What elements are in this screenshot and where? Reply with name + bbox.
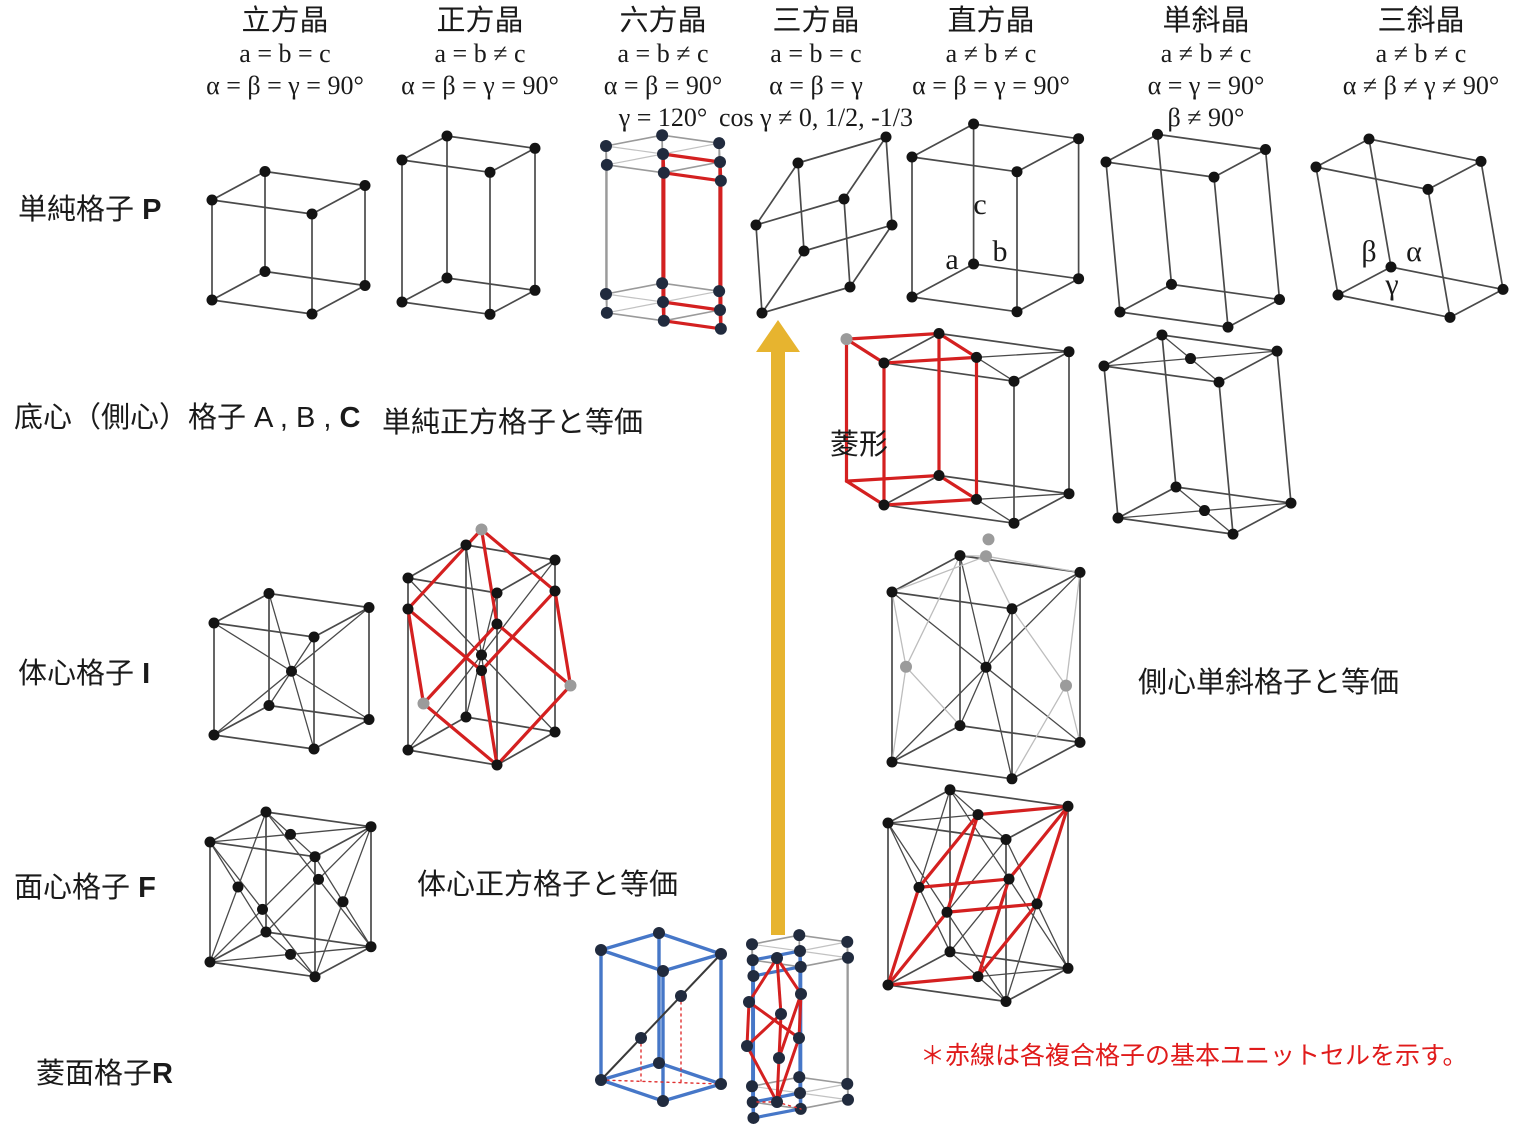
orthorhombic-I-diagram: [886, 550, 1086, 785]
tetragonal-P-diagram: [396, 130, 541, 320]
lattice-parameters: β ≠ 90°: [1167, 103, 1245, 132]
column-title: 三方晶: [772, 5, 860, 37]
rhombohedral-R-cell-diagram: [741, 929, 854, 1124]
column-header-triclinic: 三斜晶 a ≠ b ≠ c α ≠ β ≠ γ ≠ 90°: [1343, 4, 1500, 102]
up-arrow: [756, 320, 800, 935]
lattice-parameters: α = β = γ: [769, 71, 863, 100]
column-title: 単斜晶: [1162, 5, 1250, 37]
cubic-P-diagram: [206, 166, 371, 320]
row-label-body-centered: 体心格子 I: [18, 650, 150, 692]
lattice-parameters: a = b ≠ c: [617, 39, 709, 68]
column-title: 直方晶: [947, 5, 1035, 37]
row-label-text: 体心格子: [18, 658, 143, 690]
angle-label-gamma: γ: [1385, 268, 1399, 301]
equivalence-note-row3: 側心単斜格子と等価: [1138, 667, 1400, 699]
column-title: 立方晶: [241, 5, 329, 37]
row-label-symbol: P: [142, 194, 162, 226]
column-header-tetragonal: 正方晶 a = b ≠ c α = β = γ = 90°: [401, 4, 559, 102]
column-header-orthorhombic: 直方晶 a ≠ b ≠ c α = β = γ = 90°: [912, 4, 1070, 102]
row-label-symbol: I: [142, 658, 151, 690]
lattice-parameters: α = β = γ = 90°: [401, 71, 559, 100]
orthorhombic-F-diagram: [882, 784, 1074, 1007]
lattice-parameters: α = γ = 90°: [1147, 71, 1265, 100]
lattice-parameters: α = β = 90°: [603, 71, 723, 100]
row-label-primitive: 単純格子 P: [18, 186, 161, 228]
angle-label-beta: β: [1361, 235, 1377, 268]
lattice-parameters: α ≠ β ≠ γ ≠ 90°: [1342, 71, 1500, 100]
axis-label-b: b: [992, 235, 1008, 268]
row-label-symbol: F: [138, 872, 156, 904]
column-header-cubic: 立方晶 a = b = c α = β = γ = 90°: [206, 4, 364, 102]
lattice-parameters: a ≠ b ≠ c: [1160, 39, 1252, 68]
tetragonal-I-diagram: [402, 523, 577, 771]
trigonal-R-diagram: [750, 131, 898, 319]
equivalence-note-row4: 体心正方格子と等価: [417, 869, 679, 901]
lattice-parameters: a ≠ b ≠ c: [1375, 39, 1467, 68]
angle-label-alpha: α: [1406, 235, 1422, 268]
orthorhombic-P-diagram: [906, 118, 1085, 318]
column-header-hexagonal: 六方晶 a = b ≠ c α = β = 90° γ = 120°: [604, 4, 723, 134]
row-label-text: 単純格子: [18, 194, 143, 226]
lattice-parameters: a = b ≠ c: [434, 39, 526, 68]
equivalence-note-row2: 単純正方格子と等価: [382, 407, 644, 439]
monoclinic-P-diagram: [1100, 128, 1285, 333]
cubic-F-diagram: [204, 806, 377, 983]
triclinic-P-diagram: [1310, 133, 1509, 323]
row-label-face-centered: 面心格子 F: [14, 864, 156, 906]
row-label-text: 底心（側心）格子 A , B ,: [14, 402, 340, 434]
lattice-parameters: a = b = c: [239, 39, 331, 68]
hexagonal-P-diagram: [600, 129, 727, 335]
column-title: 三斜晶: [1377, 5, 1465, 37]
lattice-parameters: cos γ ≠ 0, 1/2, -1/3: [718, 103, 914, 132]
lattice-parameters: a = b = c: [770, 39, 862, 68]
monoclinic-C-diagram: [1098, 329, 1297, 540]
row-label-base-centered: 底心（側心）格子 A , B , C: [14, 394, 360, 436]
axis-label-c: c: [973, 188, 987, 221]
lattice-parameters: α = β = γ = 90°: [912, 71, 1070, 100]
rhombohedral-prism-diagram: [595, 927, 727, 1107]
row-label-text: 菱面格子: [36, 1058, 153, 1090]
row-label-text: 面心格子: [14, 872, 139, 904]
row-label-rhombohedral: 菱面格子R: [36, 1050, 173, 1092]
orthorhombic-C-diagram: [840, 328, 1075, 546]
row-label-symbol: C: [339, 402, 361, 434]
column-title: 六方晶: [619, 5, 707, 37]
cubic-I-diagram: [208, 588, 375, 755]
column-header-monoclinic: 単斜晶 a ≠ b ≠ c α = γ = 90° β ≠ 90°: [1148, 4, 1265, 134]
rhombus-label: 菱形: [830, 429, 889, 461]
axis-label-a: a: [945, 243, 959, 276]
lattice-parameters: α = β = γ = 90°: [206, 71, 364, 100]
lattice-parameters: a ≠ b ≠ c: [945, 39, 1037, 68]
column-header-trigonal: 三方晶 a = b = c α = β = γ cos γ ≠ 0, 1/2, …: [719, 4, 913, 134]
red-unit-cell-note: ＊赤線は各複合格子の基本ユニットセルを示す。: [920, 1042, 1468, 1070]
lattice-parameters: γ = 120°: [618, 103, 708, 132]
row-label-symbol: R: [152, 1058, 173, 1090]
column-title: 正方晶: [436, 5, 524, 37]
